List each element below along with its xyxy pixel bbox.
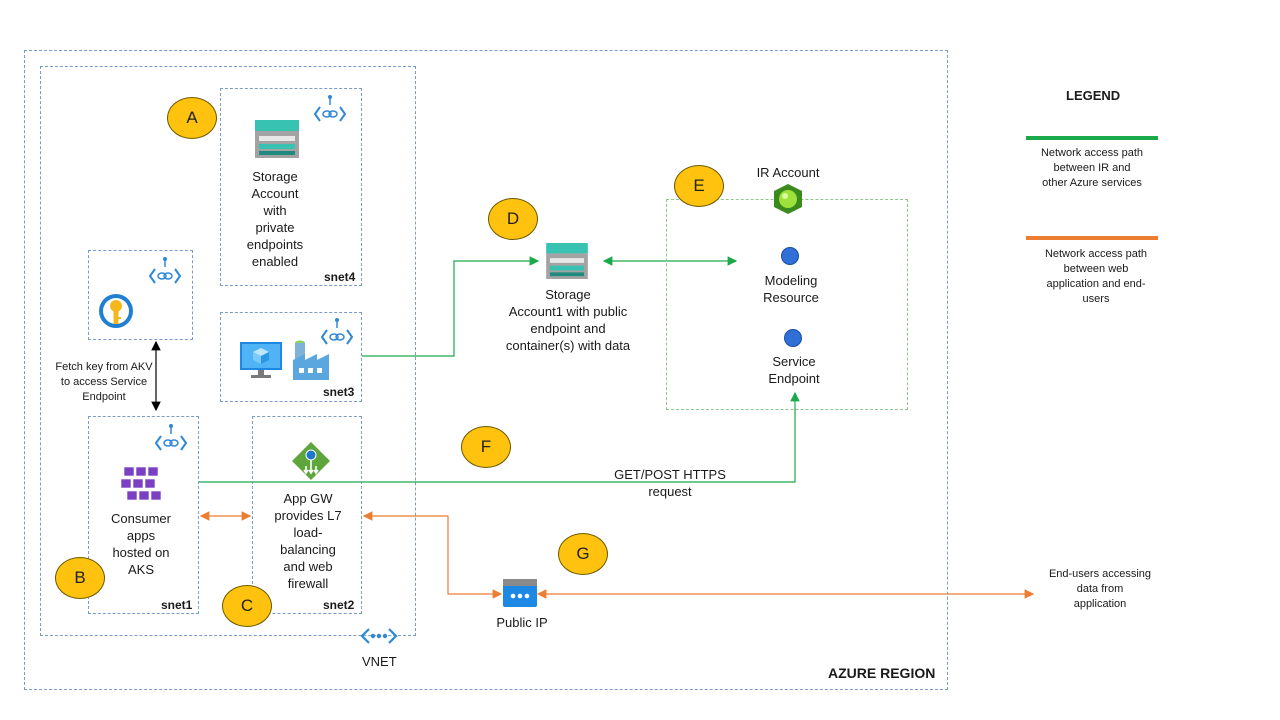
badge-d: D [488, 198, 538, 240]
app-gw-label: App GW provides L7 load- balancing and w… [274, 491, 342, 591]
vnet-label: VNET [362, 654, 397, 669]
snet4-label: snet4 [324, 270, 356, 284]
azure-region-box [24, 50, 948, 690]
service-endpoint-label: Service Endpoint [768, 354, 820, 386]
app-gateway-icon [292, 442, 330, 485]
public-ip-label: Public IP [496, 615, 548, 630]
storage-account-icon [255, 120, 299, 163]
snet2-label: snet2 [323, 598, 355, 612]
private-endpoint-icon [320, 317, 354, 352]
badge-f: F [461, 426, 511, 468]
consumer-apps-label: Consumer apps hosted on AKS [111, 511, 171, 577]
modeling-resource-label: Modeling Resource [763, 273, 819, 305]
green-path-snet3-storage [362, 256, 540, 357]
public-ip-icon [503, 579, 537, 612]
azure-region-label: AZURE REGION [828, 665, 936, 681]
snet2-box [252, 416, 362, 614]
orange-path-appgw-publicip [362, 511, 503, 599]
legend-green-line [1026, 136, 1158, 140]
virtual-machine-icon [240, 342, 282, 385]
snet1-label: snet1 [161, 598, 193, 612]
badge-g: G [558, 533, 608, 575]
service-endpoint-icon [784, 329, 802, 347]
badge-c: C [222, 585, 272, 627]
storage-private-label: Storage Account with private endpoints e… [246, 169, 304, 269]
badge-b: B [55, 557, 105, 599]
storage-account-icon [546, 243, 588, 284]
ir-account-label: IR Account [756, 165, 820, 180]
badge-a: A [167, 97, 217, 139]
snet4-box [220, 88, 362, 286]
modeling-resource-icon [781, 247, 799, 265]
private-endpoint-icon [148, 256, 182, 291]
legend-orange-text: Network access path between web applicat… [1044, 248, 1148, 305]
legend-green-text: Network access path between IR and other… [1040, 147, 1144, 189]
vnet-box [40, 66, 416, 636]
green-path-aks-service-endpoint [199, 391, 800, 483]
fetch-key-label: Fetch key from AKV to access Service End… [55, 361, 153, 403]
legend-title: LEGEND [1066, 88, 1121, 103]
snet3-label: snet3 [323, 385, 355, 399]
snet1-box [88, 416, 199, 614]
private-endpoint-icon [313, 94, 347, 129]
ir-account-icon [772, 184, 804, 219]
private-endpoint-icon [154, 423, 188, 458]
data-factory-icon [293, 340, 329, 385]
badge-e: E [674, 165, 724, 207]
storage-public-label: Storage Account1 with public endpoint an… [505, 287, 631, 353]
snet3-box [220, 312, 362, 402]
legend-orange-line [1026, 236, 1158, 240]
vnet-icon [360, 626, 398, 651]
aks-icon [120, 466, 162, 507]
key-vault-icon [97, 292, 135, 335]
get-post-label: GET/POST HTTPS request [614, 467, 726, 499]
end-users-label: End-users accessing data from applicatio… [1048, 568, 1152, 610]
key-vault-box [88, 250, 193, 340]
